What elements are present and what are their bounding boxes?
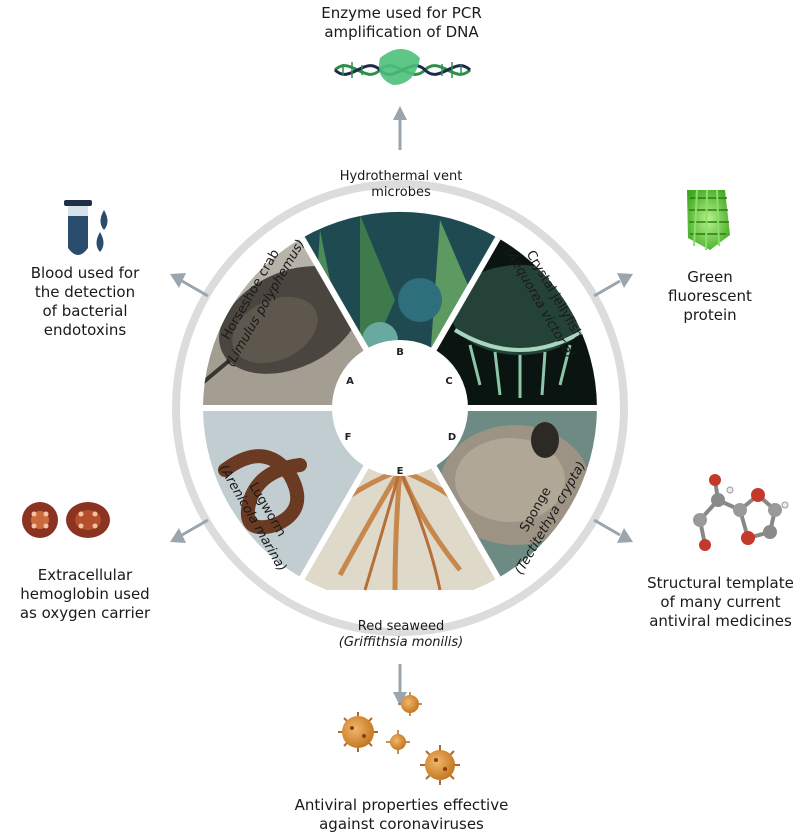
product-lower-left-line3: as oxygen carrier [19, 604, 151, 622]
label-letter-e: E [397, 466, 404, 477]
center-hole [332, 340, 468, 476]
product-upper-left-line3: of bacterial [42, 302, 128, 320]
seaweed-latin-wrap: (Griffithsia monilis) [339, 635, 463, 650]
product-lower-left-text: Extracellular hemoglobin used as oxygen … [5, 566, 165, 623]
product-upper-left-text: Blood used for the detection of bacteria… [10, 264, 160, 340]
virus-icon [338, 692, 460, 785]
arrow-lower-left [181, 518, 209, 537]
product-upper-right-line3: protein [683, 306, 737, 324]
product-lower-right-line3: antiviral medicines [649, 612, 792, 630]
label-letter-d: D [448, 432, 456, 443]
dna-enzyme-icon [333, 49, 472, 85]
arrow-lower-right [593, 518, 621, 537]
hemoglobin-icon [22, 502, 110, 538]
product-upper-right-text: Green fluorescent protein [650, 268, 770, 325]
seaweed-label-line1: Red seaweed [358, 619, 444, 634]
product-lower-right-text: Structural template of many current anti… [638, 574, 803, 631]
hydrothermal-label-line1: Hydrothermal vent [340, 169, 463, 184]
product-bottom-text: Antiviral properties effective against c… [250, 796, 553, 834]
label-letter-c: C [445, 376, 452, 387]
arrows [170, 106, 633, 706]
product-top-text: Enzyme used for PCR amplification of DNA [280, 4, 523, 42]
product-top-line1: Enzyme used for PCR [321, 4, 482, 22]
product-lower-left-line2: hemoglobin used [20, 585, 150, 603]
test-tube-icon [64, 200, 108, 255]
arrow-upper-right [593, 279, 621, 298]
product-upper-left-line1: Blood used for [30, 264, 140, 282]
product-lower-left-line1: Extracellular [37, 566, 133, 584]
molecule-icon [693, 474, 789, 551]
product-upper-right-line1: Green [687, 268, 733, 286]
product-upper-right-line2: fluorescent [668, 287, 752, 305]
product-upper-left-line2: the detection [34, 283, 136, 301]
product-lower-right-line1: Structural template [647, 574, 794, 592]
product-upper-left-line4: endotoxins [43, 321, 127, 339]
label-letter-f: F [345, 432, 352, 443]
gfp-protein-icon [687, 189, 730, 251]
hydrothermal-label-line2: microbes [371, 185, 431, 200]
arrow-upper-left [181, 279, 209, 298]
label-letter-b: B [396, 347, 404, 358]
product-lower-right-line2: of many current [660, 593, 781, 611]
seaweed-latin: Griffithsia monilis [344, 635, 459, 650]
outer-ring [172, 180, 628, 636]
product-bottom-line1: Antiviral properties effective [294, 796, 509, 814]
product-bottom-line2: against coronaviruses [319, 815, 484, 833]
label-letter-a: A [346, 376, 354, 387]
product-top-line2: amplification of DNA [324, 23, 479, 41]
